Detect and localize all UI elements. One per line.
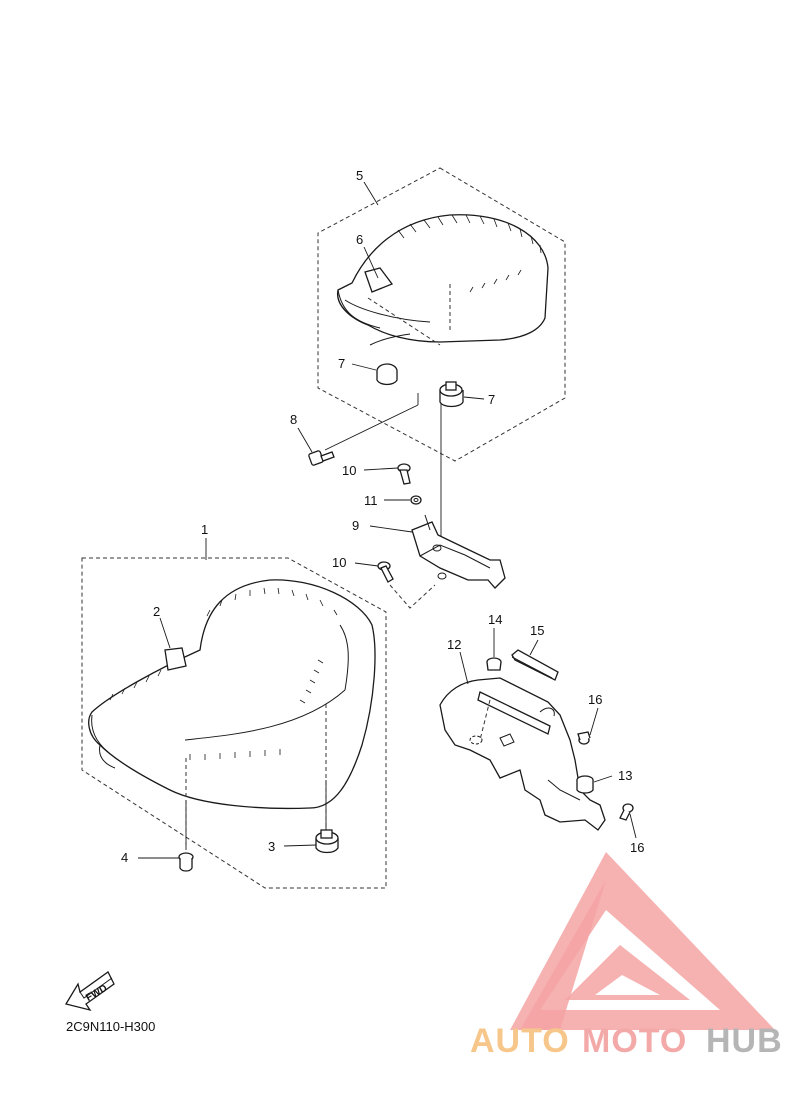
bolt-10-lower: [377, 561, 394, 583]
fwd-arrow-icon: FWD: [64, 971, 115, 1012]
brand-moto: MOTO: [582, 1022, 687, 1060]
side-cover: [439, 677, 606, 831]
callout-4: 4: [121, 850, 128, 865]
grommet-14: [486, 657, 502, 671]
callout-12: 12: [447, 637, 461, 652]
watermark-text: AUTO MOTO HUB: [470, 1022, 783, 1060]
callout-16-lower: 16: [630, 840, 644, 855]
pillion-seat-group-outline: [317, 167, 566, 462]
callout-16-upper: 16: [588, 692, 602, 707]
bolt-10-upper: [397, 463, 411, 485]
callout-15: 15: [530, 623, 544, 638]
callout-9: 9: [352, 518, 359, 533]
bolt-16-lower: [619, 803, 634, 821]
diagram-code: 2C9N110-H300: [66, 1019, 155, 1034]
brand-auto: AUTO: [470, 1022, 570, 1060]
pillion-seat: [337, 214, 549, 346]
main-seat: [88, 579, 376, 810]
bolt-16-upper: [577, 731, 591, 745]
callout-10-lower: 10: [332, 555, 346, 570]
callout-2: 2: [153, 604, 160, 619]
main-seat-group-outline: [81, 557, 387, 889]
callout-7-left: 7: [338, 356, 345, 371]
bolt-8: [308, 450, 335, 466]
callout-8: 8: [290, 412, 297, 427]
seal-strip-15: [511, 649, 559, 681]
leader-lines: [138, 181, 637, 859]
pillion-mount-dash: [367, 297, 441, 346]
main-seat-tag: [164, 647, 187, 671]
pillion-seat-tag: [364, 267, 394, 293]
grommet-4: [178, 852, 194, 872]
callout-13: 13: [618, 768, 632, 783]
callout-3: 3: [268, 839, 275, 854]
callout-5: 5: [356, 168, 363, 183]
callout-14: 14: [488, 612, 502, 627]
bolt-path-dash: [389, 584, 436, 609]
collar-13: [576, 775, 594, 794]
callout-1: 1: [201, 522, 208, 537]
seat-damper-right: [439, 381, 464, 408]
brand-hub: HUB: [706, 1022, 783, 1060]
seat-damper-left: [376, 363, 398, 386]
seat-bracket: [411, 514, 506, 589]
callout-11: 11: [364, 493, 378, 508]
callout-6: 6: [356, 232, 363, 247]
callout-10-upper: 10: [342, 463, 356, 478]
washer-11: [410, 495, 422, 505]
callouts: 5 6 7 7 8 10 11 9 10 1 2 3 4 12 14 15 16…: [121, 168, 644, 865]
callout-7-right: 7: [488, 392, 495, 407]
damper-3: [315, 829, 339, 854]
bolt-guide-line: [324, 404, 419, 451]
watermark-logo: [510, 852, 775, 1030]
